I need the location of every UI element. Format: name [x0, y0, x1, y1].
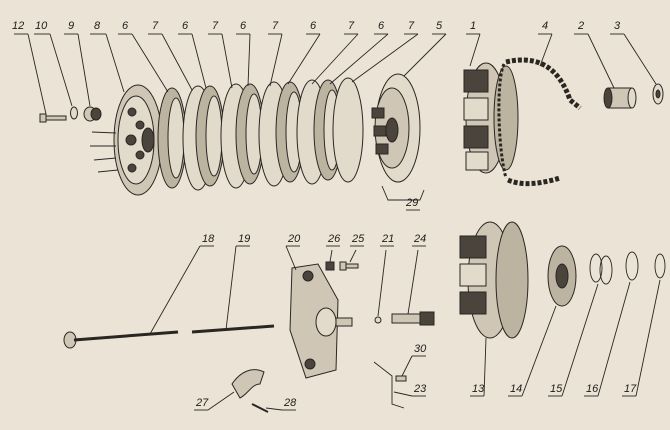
label-part-7e: 7	[408, 20, 415, 32]
part-5-clutch-hub	[371, 73, 421, 183]
part-8-pressure-plate	[90, 84, 163, 196]
label-part-6e: 6	[378, 20, 385, 32]
label-part-1: 1	[470, 20, 476, 32]
label-part-7d: 7	[348, 20, 355, 32]
part-3-washer	[652, 83, 664, 105]
leader-lines	[14, 33, 661, 411]
part-9-spring-nut	[83, 106, 102, 122]
label-part-27: 27	[195, 397, 209, 409]
part-21-ball	[374, 316, 382, 324]
label-part-28: 28	[283, 397, 297, 409]
label-part-7b: 7	[212, 20, 219, 32]
label-part-10: 10	[35, 20, 48, 32]
label-part-25: 25	[351, 233, 365, 245]
label-part-6d: 6	[310, 20, 317, 32]
label-part-26: 26	[327, 233, 341, 245]
label-part-19: 19	[238, 233, 250, 245]
part-1-clutch-drum	[463, 62, 519, 174]
part-30-screw	[395, 375, 407, 382]
label-part-6c: 6	[240, 20, 247, 32]
plate-7-e	[332, 77, 364, 183]
label-part-8: 8	[94, 20, 101, 32]
label-part-6b: 6	[182, 20, 189, 32]
part-28-pin	[251, 403, 269, 413]
part-labels: 12 10 9 8 6 7 6 7 6 7 6 7 6 7 5 1 4 2 3 …	[12, 20, 637, 409]
label-part-29: 29	[405, 197, 418, 209]
label-part-17: 17	[624, 383, 637, 395]
label-part-9: 9	[68, 20, 74, 32]
part-26-nut	[325, 261, 335, 271]
label-part-7a: 7	[152, 20, 159, 32]
part-14-sprocket	[547, 245, 577, 307]
label-part-7c: 7	[272, 20, 279, 32]
part-18-push-rod	[63, 330, 179, 349]
label-part-5: 5	[436, 20, 443, 32]
label-part-18: 18	[202, 233, 215, 245]
label-part-21: 21	[381, 233, 394, 245]
label-part-14: 14	[510, 383, 522, 395]
label-part-24: 24	[413, 233, 426, 245]
part-17-circlip	[654, 253, 666, 279]
part-25-screw	[339, 261, 359, 271]
label-part-13: 13	[472, 383, 485, 395]
part-16-ring	[625, 251, 639, 281]
part-27-lever-arm	[231, 369, 265, 399]
part-4-primary-chain	[497, 57, 582, 187]
label-part-23: 23	[413, 383, 427, 395]
part-24-adjuster	[391, 311, 435, 326]
part-10-washer	[70, 106, 78, 120]
part-20-release-mechanism	[289, 263, 353, 379]
label-part-6a: 6	[122, 20, 129, 32]
part-13-sprocket-drum	[459, 221, 529, 339]
label-part-30: 30	[414, 343, 427, 355]
part-23-bracket	[373, 361, 405, 409]
bracket-29	[381, 185, 425, 201]
label-part-2: 2	[577, 20, 584, 32]
label-part-15: 15	[550, 383, 563, 395]
part-12-bolt	[39, 113, 67, 123]
label-part-4: 4	[542, 20, 548, 32]
label-part-20: 20	[287, 233, 301, 245]
part-19-rod	[191, 324, 275, 334]
clutch-plate-pack	[157, 77, 364, 191]
part-2-bush	[603, 87, 637, 109]
label-part-16: 16	[586, 383, 599, 395]
label-part-12: 12	[12, 20, 24, 32]
label-part-3: 3	[614, 20, 621, 32]
part-15-spring	[589, 253, 613, 285]
